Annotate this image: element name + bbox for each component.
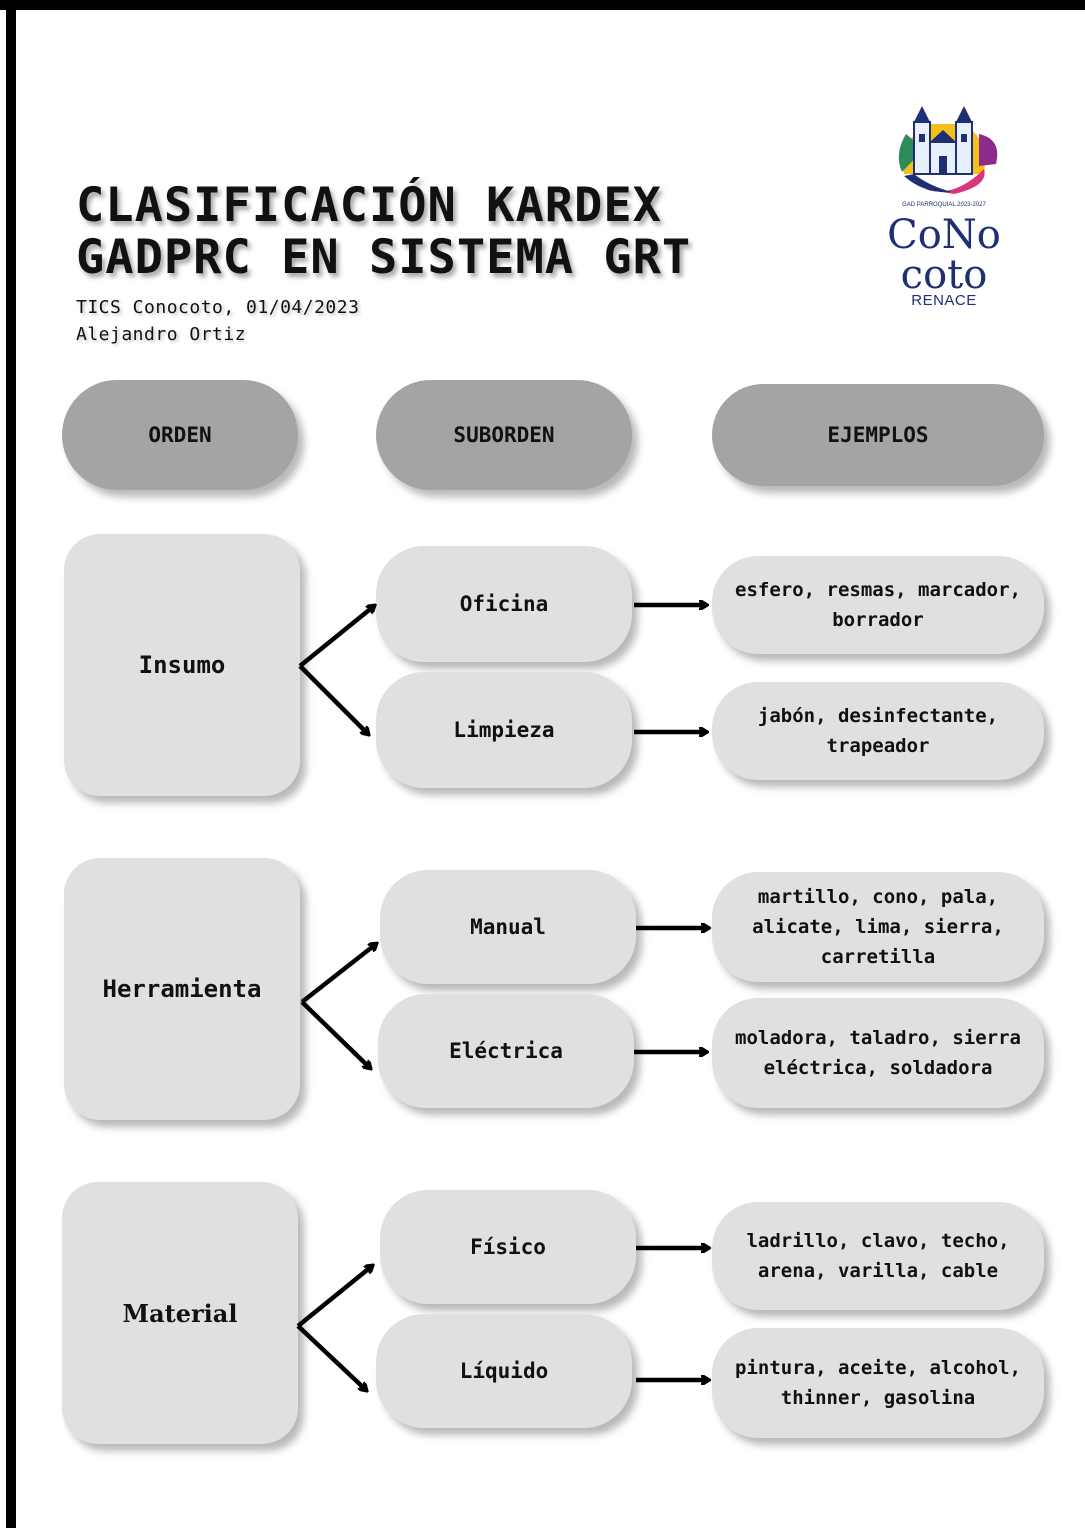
arrow-insumo-oficina [298, 606, 374, 668]
header-suborden: SUBORDEN [376, 380, 632, 490]
subtitle-line-2: Alejandro Ortiz [76, 324, 247, 345]
header-ejemplos: EJEMPLOS [712, 384, 1044, 486]
arrow-material-liquido [296, 1324, 366, 1390]
page-subtitle: TICS Conocoto, 01/04/2023 Alejandro Orti… [76, 294, 359, 348]
ejemplos-fisico: ladrillo, clavo, techo, arena, varilla, … [712, 1202, 1044, 1310]
ejemplos-manual-text: martillo, cono, pala, alicate, lima, sie… [752, 886, 1004, 968]
conocoto-logo: GAD PARROQUIAL 2023-2027 CoNo coto RENAC… [884, 94, 1004, 314]
subtitle-line-1: TICS Conocoto, 01/04/2023 [76, 297, 360, 318]
suborden-electrica-label: Eléctrica [449, 1039, 563, 1063]
suborden-manual: Manual [380, 870, 636, 984]
page-title: CLASIFICACIÓN KARDEX GADPRC EN SISTEMA G… [76, 180, 691, 284]
logo-caption: GAD PARROQUIAL 2023-2027 [902, 202, 986, 208]
ejemplos-manual: martillo, cono, pala, alicate, lima, sie… [712, 872, 1044, 982]
ejemplos-liquido: pintura, aceite, alcohol, thinner, gasol… [712, 1328, 1044, 1438]
ejemplos-fisico-text: ladrillo, clavo, techo, arena, varilla, … [746, 1230, 1010, 1282]
logo-tagline: RENACE [911, 292, 977, 309]
suborden-liquido: Líquido [376, 1314, 632, 1428]
logo-name-line-2: coto [901, 252, 988, 298]
suborden-oficina-label: Oficina [459, 592, 549, 616]
orden-herramienta: Herramienta [64, 858, 300, 1120]
orden-insumo-label: Insumo [138, 651, 226, 679]
suborden-limpieza: Limpieza [376, 672, 632, 788]
suborden-limpieza-label: Limpieza [453, 718, 555, 742]
title-line-1: CLASIFICACIÓN KARDEX [76, 178, 662, 233]
orden-herramienta-label: Herramienta [102, 975, 262, 1003]
suborden-liquido-label: Líquido [459, 1359, 549, 1383]
page-border-top [0, 0, 1085, 10]
orden-material: Material [62, 1182, 298, 1444]
header-suborden-label: SUBORDEN [453, 423, 555, 447]
suborden-electrica: Eléctrica [378, 994, 634, 1108]
logo-wordmark: CoNo coto [887, 212, 1001, 298]
orden-material-label: Material [122, 1298, 238, 1328]
suborden-fisico: Físico [380, 1190, 636, 1304]
church-emblem-icon [898, 106, 998, 194]
arrow-insumo-limpieza [298, 664, 368, 734]
suborden-oficina: Oficina [376, 546, 632, 662]
page-border-left [6, 0, 16, 1528]
ejemplos-electrica-text: moladora, taladro, sierra eléctrica, sol… [735, 1027, 1021, 1079]
ejemplos-limpieza-text: jabón, desinfectante, trapeador [757, 705, 999, 757]
header-orden-label: ORDEN [148, 423, 212, 447]
orden-insumo: Insumo [64, 534, 300, 796]
ejemplos-electrica: moladora, taladro, sierra eléctrica, sol… [712, 998, 1044, 1108]
suborden-manual-label: Manual [470, 915, 546, 939]
header-orden: ORDEN [62, 380, 298, 490]
suborden-fisico-label: Físico [470, 1235, 546, 1259]
title-line-2: GADPRC EN SISTEMA GRT [76, 230, 692, 285]
ejemplos-liquido-text: pintura, aceite, alcohol, thinner, gasol… [735, 1357, 1021, 1409]
arrow-material-fisico [296, 1266, 372, 1328]
arrow-herramienta-electrica [300, 1000, 370, 1068]
logo-name-line-1: CoNo [887, 212, 1001, 258]
ejemplos-oficina-text: esfero, resmas, marcador, borrador [735, 579, 1021, 631]
ejemplos-oficina: esfero, resmas, marcador, borrador [712, 556, 1044, 654]
arrow-herramienta-manual [300, 944, 376, 1004]
header-ejemplos-label: EJEMPLOS [827, 423, 929, 447]
ejemplos-limpieza: jabón, desinfectante, trapeador [712, 682, 1044, 780]
